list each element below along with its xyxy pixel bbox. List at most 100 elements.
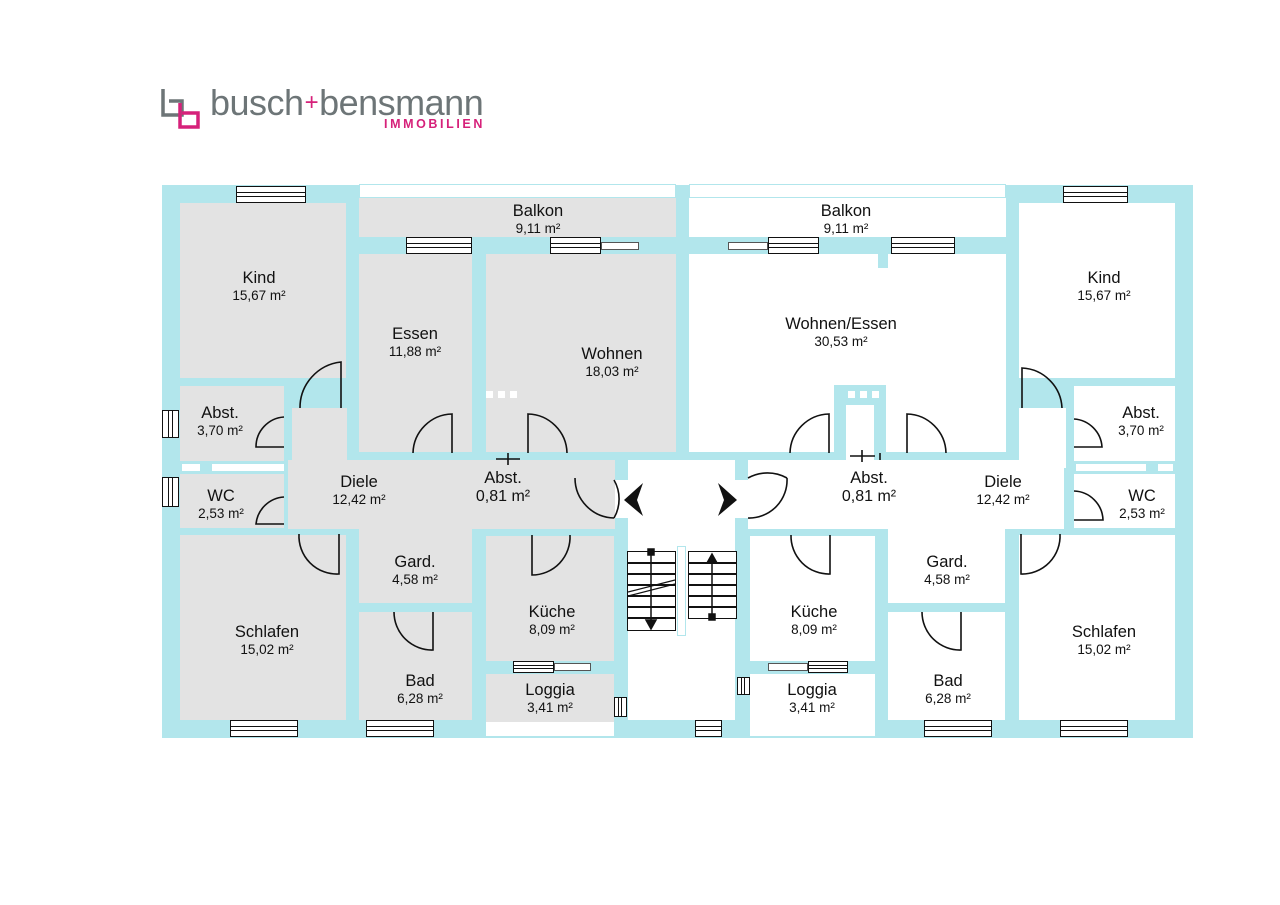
room-right-diele-upper bbox=[1019, 408, 1066, 468]
vent-left-1 bbox=[486, 391, 493, 398]
door bbox=[298, 533, 340, 575]
room-label-right-abst: Abst.3,70 m² bbox=[1118, 404, 1164, 438]
wc-divider-left-b bbox=[212, 464, 284, 471]
window bbox=[1063, 186, 1128, 203]
pillar-right bbox=[878, 254, 888, 268]
door bbox=[906, 413, 947, 454]
vent-right-2 bbox=[860, 391, 867, 398]
room-left-bad bbox=[359, 612, 472, 720]
arrow-left-icon bbox=[624, 483, 643, 516]
window bbox=[924, 720, 992, 737]
vent-right-3 bbox=[872, 391, 879, 398]
room-left-loggia bbox=[486, 674, 614, 722]
room-left-wc bbox=[180, 474, 284, 528]
door bbox=[921, 611, 962, 651]
room-label-left-abst: Abst.3,70 m² bbox=[197, 404, 243, 438]
stair-railing bbox=[677, 546, 686, 636]
vent-left-2 bbox=[498, 391, 505, 398]
room-left-balkon bbox=[359, 198, 676, 237]
window bbox=[366, 720, 434, 737]
room-label-left-abst-small: Abst.0,81 m² bbox=[475, 469, 531, 505]
room-right-wc bbox=[1074, 474, 1175, 528]
room-left-diele-upper bbox=[292, 408, 347, 468]
room-right-bad bbox=[888, 612, 1005, 720]
arrow-right-icon bbox=[718, 483, 737, 516]
window bbox=[162, 410, 179, 438]
room-left-kind bbox=[180, 203, 346, 378]
room-right-kind bbox=[1019, 203, 1175, 378]
room-left-gard bbox=[359, 529, 472, 603]
sliding-door bbox=[768, 663, 808, 671]
vent-right-1 bbox=[848, 391, 855, 398]
room-label-right-gard: Gard.4,58 m² bbox=[924, 553, 970, 587]
stairwell-entry-right bbox=[734, 480, 748, 518]
room-right-loggia bbox=[750, 674, 875, 722]
sliding-door bbox=[728, 242, 768, 250]
door bbox=[393, 611, 434, 651]
sliding-door bbox=[601, 242, 639, 250]
window bbox=[737, 677, 750, 695]
window bbox=[808, 661, 848, 673]
door bbox=[574, 477, 615, 519]
room-right-diele bbox=[748, 460, 1064, 529]
logo-wordmark: busch+bensmann bbox=[210, 82, 484, 123]
door bbox=[790, 534, 831, 575]
wc-divider-right-b bbox=[1158, 464, 1173, 471]
room-label-left-gard: Gard.4,58 m² bbox=[392, 553, 438, 587]
door bbox=[747, 472, 788, 479]
door bbox=[299, 361, 342, 409]
door bbox=[1073, 418, 1103, 448]
window bbox=[406, 237, 472, 254]
window bbox=[550, 237, 601, 254]
logo-mark-icon bbox=[161, 89, 200, 129]
room-right-kueche bbox=[750, 536, 875, 661]
window bbox=[614, 697, 627, 717]
room-right-gard bbox=[888, 529, 1005, 603]
wc-divider-left-a bbox=[182, 464, 200, 471]
door bbox=[255, 416, 285, 448]
door bbox=[789, 413, 830, 454]
shaft-right-inner bbox=[846, 405, 874, 460]
window bbox=[513, 661, 554, 673]
door bbox=[412, 413, 453, 454]
room-left-schlafen bbox=[180, 535, 346, 720]
stairs-direction-arrows bbox=[627, 548, 719, 631]
window bbox=[695, 720, 722, 737]
window bbox=[768, 237, 819, 254]
room-left-diele bbox=[288, 460, 615, 529]
logo-subtitle: IMMOBILIEN bbox=[384, 117, 485, 131]
room-left-essen bbox=[359, 254, 472, 452]
sliding-door bbox=[554, 663, 591, 671]
loggia-rail-left bbox=[486, 722, 614, 736]
room-right-abst bbox=[1074, 386, 1175, 461]
wc-divider-right-a bbox=[1076, 464, 1146, 471]
doors bbox=[255, 361, 1104, 651]
room-left-wohnen bbox=[486, 254, 676, 452]
loggia-rail-right bbox=[750, 722, 875, 736]
room-label-right-abst-small: Abst.0,81 m² bbox=[841, 469, 897, 505]
door bbox=[531, 534, 571, 576]
door bbox=[255, 496, 285, 525]
vent-left-3 bbox=[510, 391, 517, 398]
door bbox=[527, 413, 568, 454]
door bbox=[747, 477, 788, 519]
window bbox=[236, 186, 306, 203]
